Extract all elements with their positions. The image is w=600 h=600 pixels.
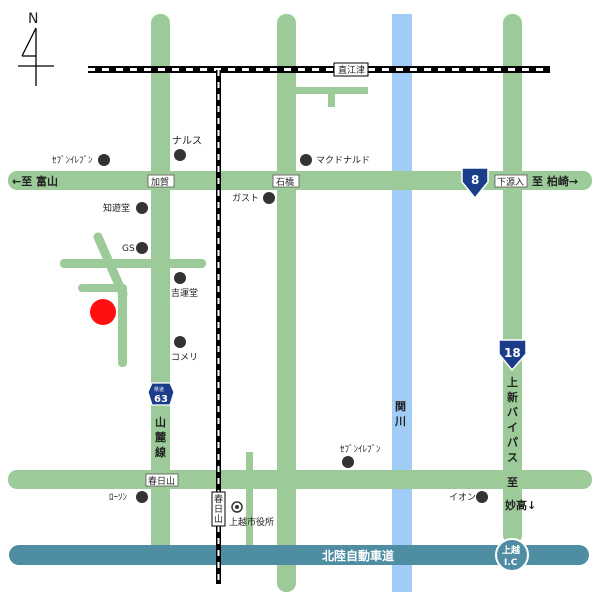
svg-text:春日山: 春日山 [148, 475, 175, 487]
interchange-joetsu: 上越 I.C [495, 538, 529, 572]
road-west-local-3 [118, 284, 127, 367]
svg-text:上越: 上越 [502, 544, 521, 556]
road-bypass-vertical [503, 14, 522, 544]
svg-text:イオン: イオン [449, 492, 476, 503]
svg-text:マクドナルド: マクドナルド [316, 155, 370, 166]
svg-text:山: 山 [214, 514, 223, 525]
landmark-gust: ガスト [232, 192, 275, 204]
road-ishibashi-vertical [277, 14, 296, 592]
intersection-kasugayama: 春日山 [145, 473, 179, 487]
svg-text:18: 18 [504, 346, 521, 360]
svg-text:下源入: 下源入 [497, 177, 524, 188]
direction-east-kashiwazaki: 至 柏崎→ [532, 174, 578, 188]
svg-text:山: 山 [155, 415, 166, 429]
svg-text:線: 線 [155, 445, 166, 459]
destination-marker[interactable] [90, 299, 116, 325]
svg-text:ナルス: ナルス [172, 135, 202, 147]
station-naoetsu: 直江津 [333, 62, 369, 77]
svg-text:新: 新 [507, 390, 518, 404]
svg-text:日: 日 [214, 504, 223, 515]
railway-horizontal [88, 66, 550, 73]
compass-north-label: N [28, 11, 38, 27]
svg-text:ガスト: ガスト [232, 193, 259, 204]
road-naoetsu-branch-2 [328, 87, 335, 107]
landmark-chiyudo: 知遊堂 [103, 202, 148, 214]
intersection-ishibashi: 石橋 [272, 174, 300, 188]
road-sanrokusen [151, 14, 170, 552]
svg-text:ﾛｰｿﾝ: ﾛｰｿﾝ [109, 493, 128, 503]
label-bypass: 上 新 バ イ パ ス [507, 375, 518, 464]
svg-text:石橋: 石橋 [276, 176, 294, 188]
road-west-local-1 [60, 259, 206, 268]
svg-text:GS: GS [122, 244, 135, 254]
svg-text:上: 上 [507, 375, 518, 389]
direction-south-label-2: 妙高↓ [505, 498, 536, 512]
landmark-kichiundo: 吉運堂 [171, 272, 198, 299]
svg-text:パ: パ [507, 436, 518, 449]
landmark-seven-nw: ｾﾌﾞﾝｲﾚﾌﾞﾝ [52, 154, 110, 166]
svg-text:コメリ: コメリ [171, 353, 198, 363]
svg-text:ｾﾌﾞﾝｲﾚﾌﾞﾝ: ｾﾌﾞﾝｲﾚﾌﾞﾝ [52, 155, 93, 166]
svg-text:川: 川 [394, 415, 406, 428]
svg-text:直江津: 直江津 [338, 64, 365, 76]
svg-text:加賀: 加賀 [151, 176, 169, 188]
svg-text:イ: イ [507, 421, 518, 434]
landmark-mcdonalds: マクドナルド [300, 154, 370, 166]
route18-shield: 18 [498, 339, 527, 372]
road-west-local-2 [78, 284, 126, 292]
svg-text:知遊堂: 知遊堂 [103, 202, 130, 214]
svg-text:上越市役所: 上越市役所 [229, 516, 274, 528]
compass: N [18, 11, 54, 86]
label-sekigawa: 関 川 [394, 400, 406, 428]
landmark-cityhall: 上越市役所 [229, 501, 274, 528]
landmark-aeon: イオン [449, 491, 488, 503]
intersection-shimogenryu: 下源入 [494, 174, 528, 188]
svg-text:吉運堂: 吉運堂 [171, 287, 198, 299]
landmark-gs: GS [122, 242, 148, 254]
landmark-komeri: コメリ [171, 336, 198, 363]
landmark-lawson: ﾛｰｿﾝ [109, 491, 148, 503]
svg-text:8: 8 [471, 173, 479, 187]
direction-west-toyama: ←至 富山 [12, 174, 58, 188]
route8-shield: 8 [461, 167, 489, 200]
station-kasugayama: 春 日 山 [211, 491, 226, 527]
svg-text:I.C: I.C [504, 558, 518, 568]
landmark-seven-se: ｾﾌﾞﾝｲﾚﾌﾞﾝ [340, 444, 381, 468]
svg-text:麓: 麓 [155, 430, 167, 444]
label-sanrokusen: 山 麓 線 [155, 415, 167, 459]
road-expressway [9, 545, 589, 565]
svg-text:ス: ス [507, 451, 518, 464]
direction-south-label-1: 至 [507, 476, 518, 489]
svg-text:県道: 県道 [154, 386, 164, 393]
road-cityhall-spur [246, 452, 253, 548]
railway-vertical [216, 70, 221, 584]
svg-text:バ: バ [507, 406, 518, 419]
road-kasugayama [8, 470, 592, 489]
svg-text:63: 63 [154, 394, 168, 405]
road-west-diagonal [93, 232, 128, 299]
svg-text:関: 関 [395, 400, 406, 413]
svg-text:ｾﾌﾞﾝｲﾚﾌﾞﾝ: ｾﾌﾞﾝｲﾚﾌﾞﾝ [340, 444, 381, 455]
intersection-kaga: 加賀 [147, 174, 175, 188]
expressway-label: 北陸自動車道 [322, 548, 394, 563]
river-sekigawa [392, 14, 412, 592]
landmark-naruse: ナルス [172, 135, 202, 161]
route63-shield: 県道 63 [147, 382, 175, 406]
svg-text:春: 春 [214, 493, 223, 505]
